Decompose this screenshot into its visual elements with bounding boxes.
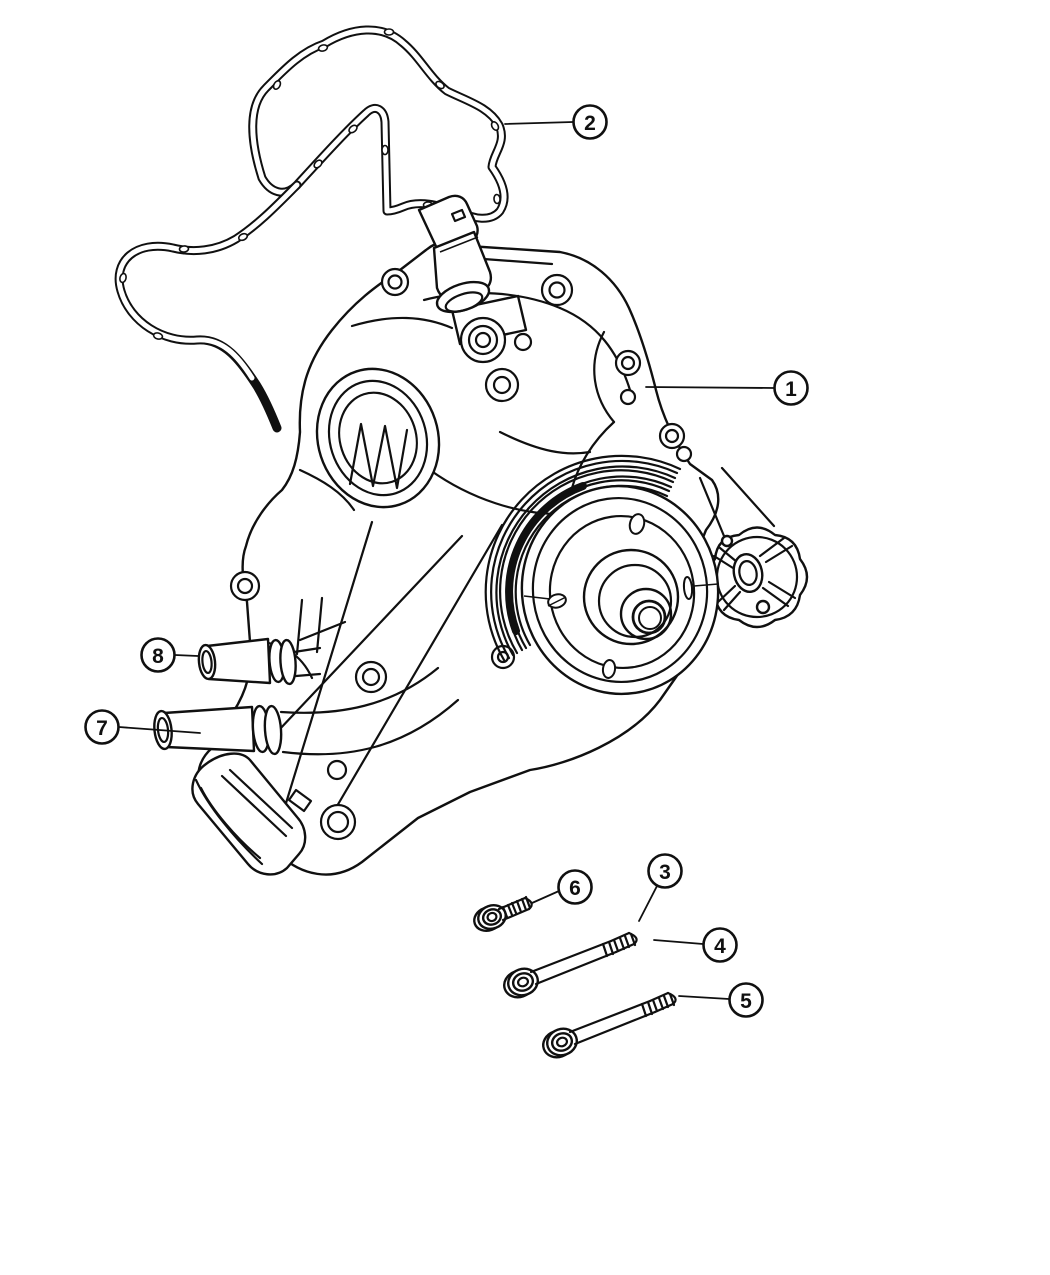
slot-mark (547, 596, 567, 607)
bolt-bosses (229, 267, 693, 841)
gasket-bolt-holes (119, 28, 501, 340)
hose-fitting-8 (197, 620, 347, 686)
bolt-short-threads (497, 895, 533, 922)
callout-8-label[interactable]: 8 (152, 645, 164, 668)
leader-line-8 (174, 654, 199, 657)
inlet-elbow-flange (191, 752, 307, 876)
leader-line-7 (118, 726, 201, 734)
callout-2[interactable]: 2 (572, 104, 608, 140)
bolt-short (473, 895, 533, 933)
coolant-sensor (417, 194, 492, 314)
callout-5-label[interactable]: 5 (740, 990, 752, 1013)
bolt-long-upper-threads (601, 932, 637, 958)
leader-line-3 (638, 885, 658, 922)
flange-spokes (712, 536, 797, 612)
bolt-long-lower-threads (640, 992, 676, 1018)
callout-4[interactable]: 4 (702, 927, 738, 963)
callout-1[interactable]: 1 (773, 370, 809, 406)
callout-3-label[interactable]: 3 (659, 861, 671, 884)
leader-line-2 (504, 121, 574, 125)
callout-6-label[interactable]: 6 (569, 877, 581, 900)
pump-casting-lines (248, 256, 632, 680)
gasket-tail-outline (114, 180, 302, 433)
callout-4-label[interactable]: 4 (714, 935, 726, 958)
bolt-long-lower (542, 991, 677, 1059)
callout-7-label[interactable]: 7 (96, 717, 108, 740)
pulley-hub (582, 548, 680, 646)
callout-5[interactable]: 5 (728, 982, 764, 1018)
gasket-tail-core (116, 182, 300, 381)
flange-neck-line (698, 476, 726, 538)
callout-6[interactable]: 6 (557, 869, 593, 905)
leader-line-1 (645, 386, 775, 389)
callout-8[interactable]: 8 (140, 637, 176, 673)
pulley (484, 454, 720, 696)
pump-rear-flange (706, 526, 809, 629)
impeller-ribs (348, 422, 409, 490)
leader-line-4 (653, 939, 704, 945)
water-pump-part (153, 194, 776, 876)
leader-line-6 (531, 890, 560, 904)
callout-3[interactable]: 3 (647, 853, 683, 889)
thermostat-opening (315, 367, 441, 509)
callout-7[interactable]: 7 (84, 709, 120, 745)
callout-2-label[interactable]: 2 (584, 112, 596, 135)
leader-lines (118, 121, 775, 1000)
callout-1-label[interactable]: 1 (785, 378, 797, 401)
gasket-loop-core (250, 27, 507, 221)
bolt-long-upper (503, 931, 638, 999)
flange-neck-line-2 (720, 466, 776, 528)
leader-line-5 (678, 995, 730, 1000)
gasket-part (114, 25, 509, 433)
pulley-face-holes (547, 513, 694, 679)
